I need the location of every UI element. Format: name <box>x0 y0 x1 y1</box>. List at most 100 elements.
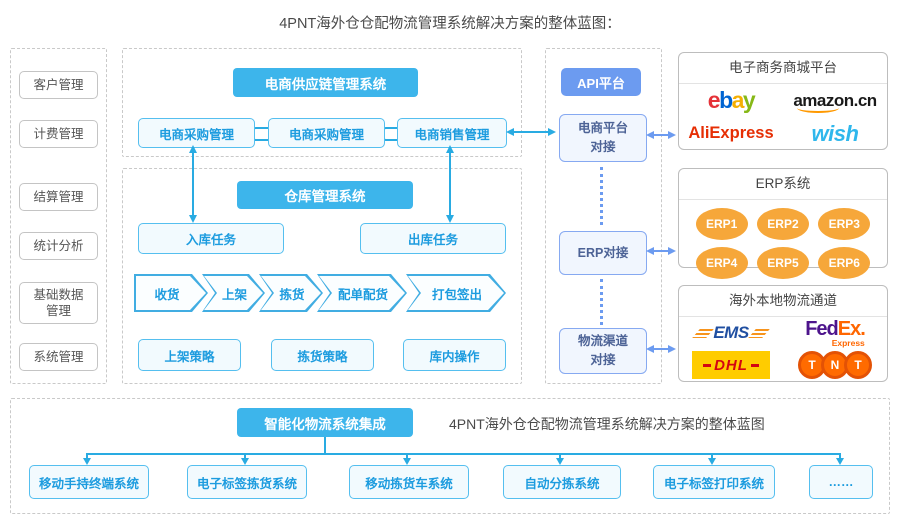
ems-text: EMS <box>713 323 749 343</box>
ebay-letter: a <box>731 87 745 114</box>
dhl-bar-icon <box>703 363 712 367</box>
api-panel: API平台 电商平台 对接 ERP对接 物流渠道 对接 <box>545 48 662 384</box>
ebay-logo: ebay <box>707 87 756 114</box>
strategy-shelving: 上架策略 <box>138 339 241 371</box>
ebay-letter: e <box>707 87 721 114</box>
system-label-printing: 电子标签打印系统 <box>653 465 775 499</box>
logistics-card-title: 海外本地物流通道 <box>679 286 887 317</box>
erp-node: ERP1 <box>695 208 748 240</box>
process-step-label: 上架 <box>221 287 247 302</box>
process-step-label: 拣货 <box>279 287 305 302</box>
wish-logo: wish <box>811 120 859 146</box>
erp-node: ERP5 <box>756 247 809 279</box>
amazon-logo: amazon.cn <box>793 91 877 113</box>
drop-arrow <box>403 453 411 465</box>
tnt-circle: N <box>821 351 849 380</box>
erp-node: ERP3 <box>818 208 871 240</box>
chevron-fill <box>408 276 504 310</box>
sidebar-item-billing: 计费管理 <box>19 120 98 148</box>
sidebar-item-customer: 客户管理 <box>19 71 98 99</box>
module-sales: 电商销售管理 <box>397 118 507 148</box>
erp-node: ERP2 <box>756 208 809 240</box>
integration-header: 智能化物流系统集成 <box>237 408 413 437</box>
process-step-receive: 收货 <box>134 274 208 312</box>
system-label-picking: 电子标签拣货系统 <box>187 465 307 499</box>
ecommerce-logo-grid: ebay amazon.cn AliExpress wish <box>679 84 887 150</box>
sidebar-item-statistics: 统计分析 <box>19 232 98 260</box>
sidebar-item-basic-data: 基础数据 管理 <box>19 282 98 324</box>
process-step-label: 打包签出 <box>431 287 482 302</box>
connector-rail <box>87 453 841 455</box>
system-auto-sorting: 自动分拣系统 <box>503 465 621 499</box>
sidebar-item-settlement: 结算管理 <box>19 183 98 211</box>
aliexpress-logo: AliExpress <box>688 124 774 143</box>
erp-node: ERP6 <box>818 247 871 279</box>
system-picking-cart: 移动拣货车系统 <box>349 465 469 499</box>
dhl-logo: DHL <box>692 351 770 380</box>
api-node-erp: ERP对接 <box>559 231 647 275</box>
ems-logo: EMS <box>692 323 770 343</box>
warehouse-header: 仓库管理系统 <box>237 181 413 209</box>
process-step-allocate: 配单配货 <box>317 274 407 312</box>
arrow-api-to-erp <box>646 247 676 255</box>
process-step-label: 收货 <box>154 287 180 302</box>
system-more: …… <box>809 465 873 499</box>
sidebar-item-system: 系统管理 <box>19 343 98 371</box>
api-node-logistics: 物流渠道 对接 <box>559 328 647 374</box>
strategy-picking: 拣货策略 <box>271 339 374 371</box>
fedex-logo: FedEx.Express <box>805 317 866 348</box>
page-title: 4PNT海外仓仓配物流管理系统解决方案的整体蓝图： <box>279 16 621 32</box>
ebay-letter: b <box>719 87 733 114</box>
process-step-pick: 拣货 <box>259 274 323 312</box>
process-step-label: 配单配货 <box>337 287 388 302</box>
chevron-fill <box>319 276 405 310</box>
drop-arrow <box>556 453 564 465</box>
fedex-express: Express <box>831 337 865 348</box>
ecommerce-platforms-card: 电子商务商城平台 ebay amazon.cn AliExpress wish <box>678 52 888 150</box>
drop-arrow <box>708 453 716 465</box>
supply-chain-panel: 电商供应链管理系统 电商采购管理 电商采购管理 电商销售管理 <box>122 48 522 157</box>
integration-caption: 4PNT海外仓仓配物流管理系统解决方案的整体蓝图 <box>449 416 765 432</box>
warehouse-panel: 仓库管理系统 入库任务 出库任务 收货 上架 拣货 配单配货 打包签出 上架策略… <box>122 168 522 384</box>
dhl-text: DHL <box>714 356 748 374</box>
dhl-bar-icon <box>750 363 759 367</box>
api-platform-header: API平台 <box>561 68 641 96</box>
drop-arrow <box>836 453 844 465</box>
management-sidebar: 客户管理 计费管理 结算管理 统计分析 基础数据 管理 系统管理 <box>10 48 107 384</box>
erp-card-title: ERP系统 <box>679 169 887 200</box>
arrow-sales-outbound <box>446 145 454 223</box>
drop-arrow <box>241 453 249 465</box>
dotted-link <box>600 279 603 325</box>
module-purchase-1: 电商采购管理 <box>138 118 255 148</box>
erp-systems-card: ERP系统 ERP1 ERP2 ERP3 ERP4 ERP5 ERP6 <box>678 168 888 279</box>
erp-node: ERP4 <box>695 247 748 279</box>
fedex-fed: Fed <box>805 317 839 340</box>
supply-chain-header: 电商供应链管理系统 <box>233 68 418 97</box>
ems-wing-icon <box>747 328 770 338</box>
ems-wing-icon <box>692 328 715 338</box>
arrow-api-to-logistics <box>646 345 676 353</box>
ebay-letter: y <box>742 87 756 114</box>
arrow-sales-to-api <box>506 128 556 136</box>
module-purchase-2: 电商采购管理 <box>268 118 385 148</box>
connector-stem <box>324 437 326 453</box>
drop-arrow <box>83 453 91 465</box>
inbound-task-node: 入库任务 <box>138 223 284 254</box>
system-handheld: 移动手持终端系统 <box>29 465 149 499</box>
process-step-pack: 打包签出 <box>406 274 506 312</box>
ecommerce-card-title: 电子商务商城平台 <box>679 53 887 84</box>
chevron-fill <box>136 276 206 310</box>
fedex-ex: Ex. <box>837 317 866 340</box>
outbound-task-node: 出库任务 <box>360 223 506 254</box>
strategy-inwarehouse: 库内操作 <box>403 339 506 371</box>
arrow-api-to-ecommerce <box>646 131 676 139</box>
api-node-ecommerce: 电商平台 对接 <box>559 114 647 162</box>
integration-panel: 智能化物流系统集成 4PNT海外仓仓配物流管理系统解决方案的整体蓝图 移动手持终… <box>10 398 890 514</box>
process-step-shelve: 上架 <box>202 274 265 312</box>
amazon-swoosh-icon <box>797 103 840 113</box>
arrow-purchase-inbound <box>189 145 197 223</box>
